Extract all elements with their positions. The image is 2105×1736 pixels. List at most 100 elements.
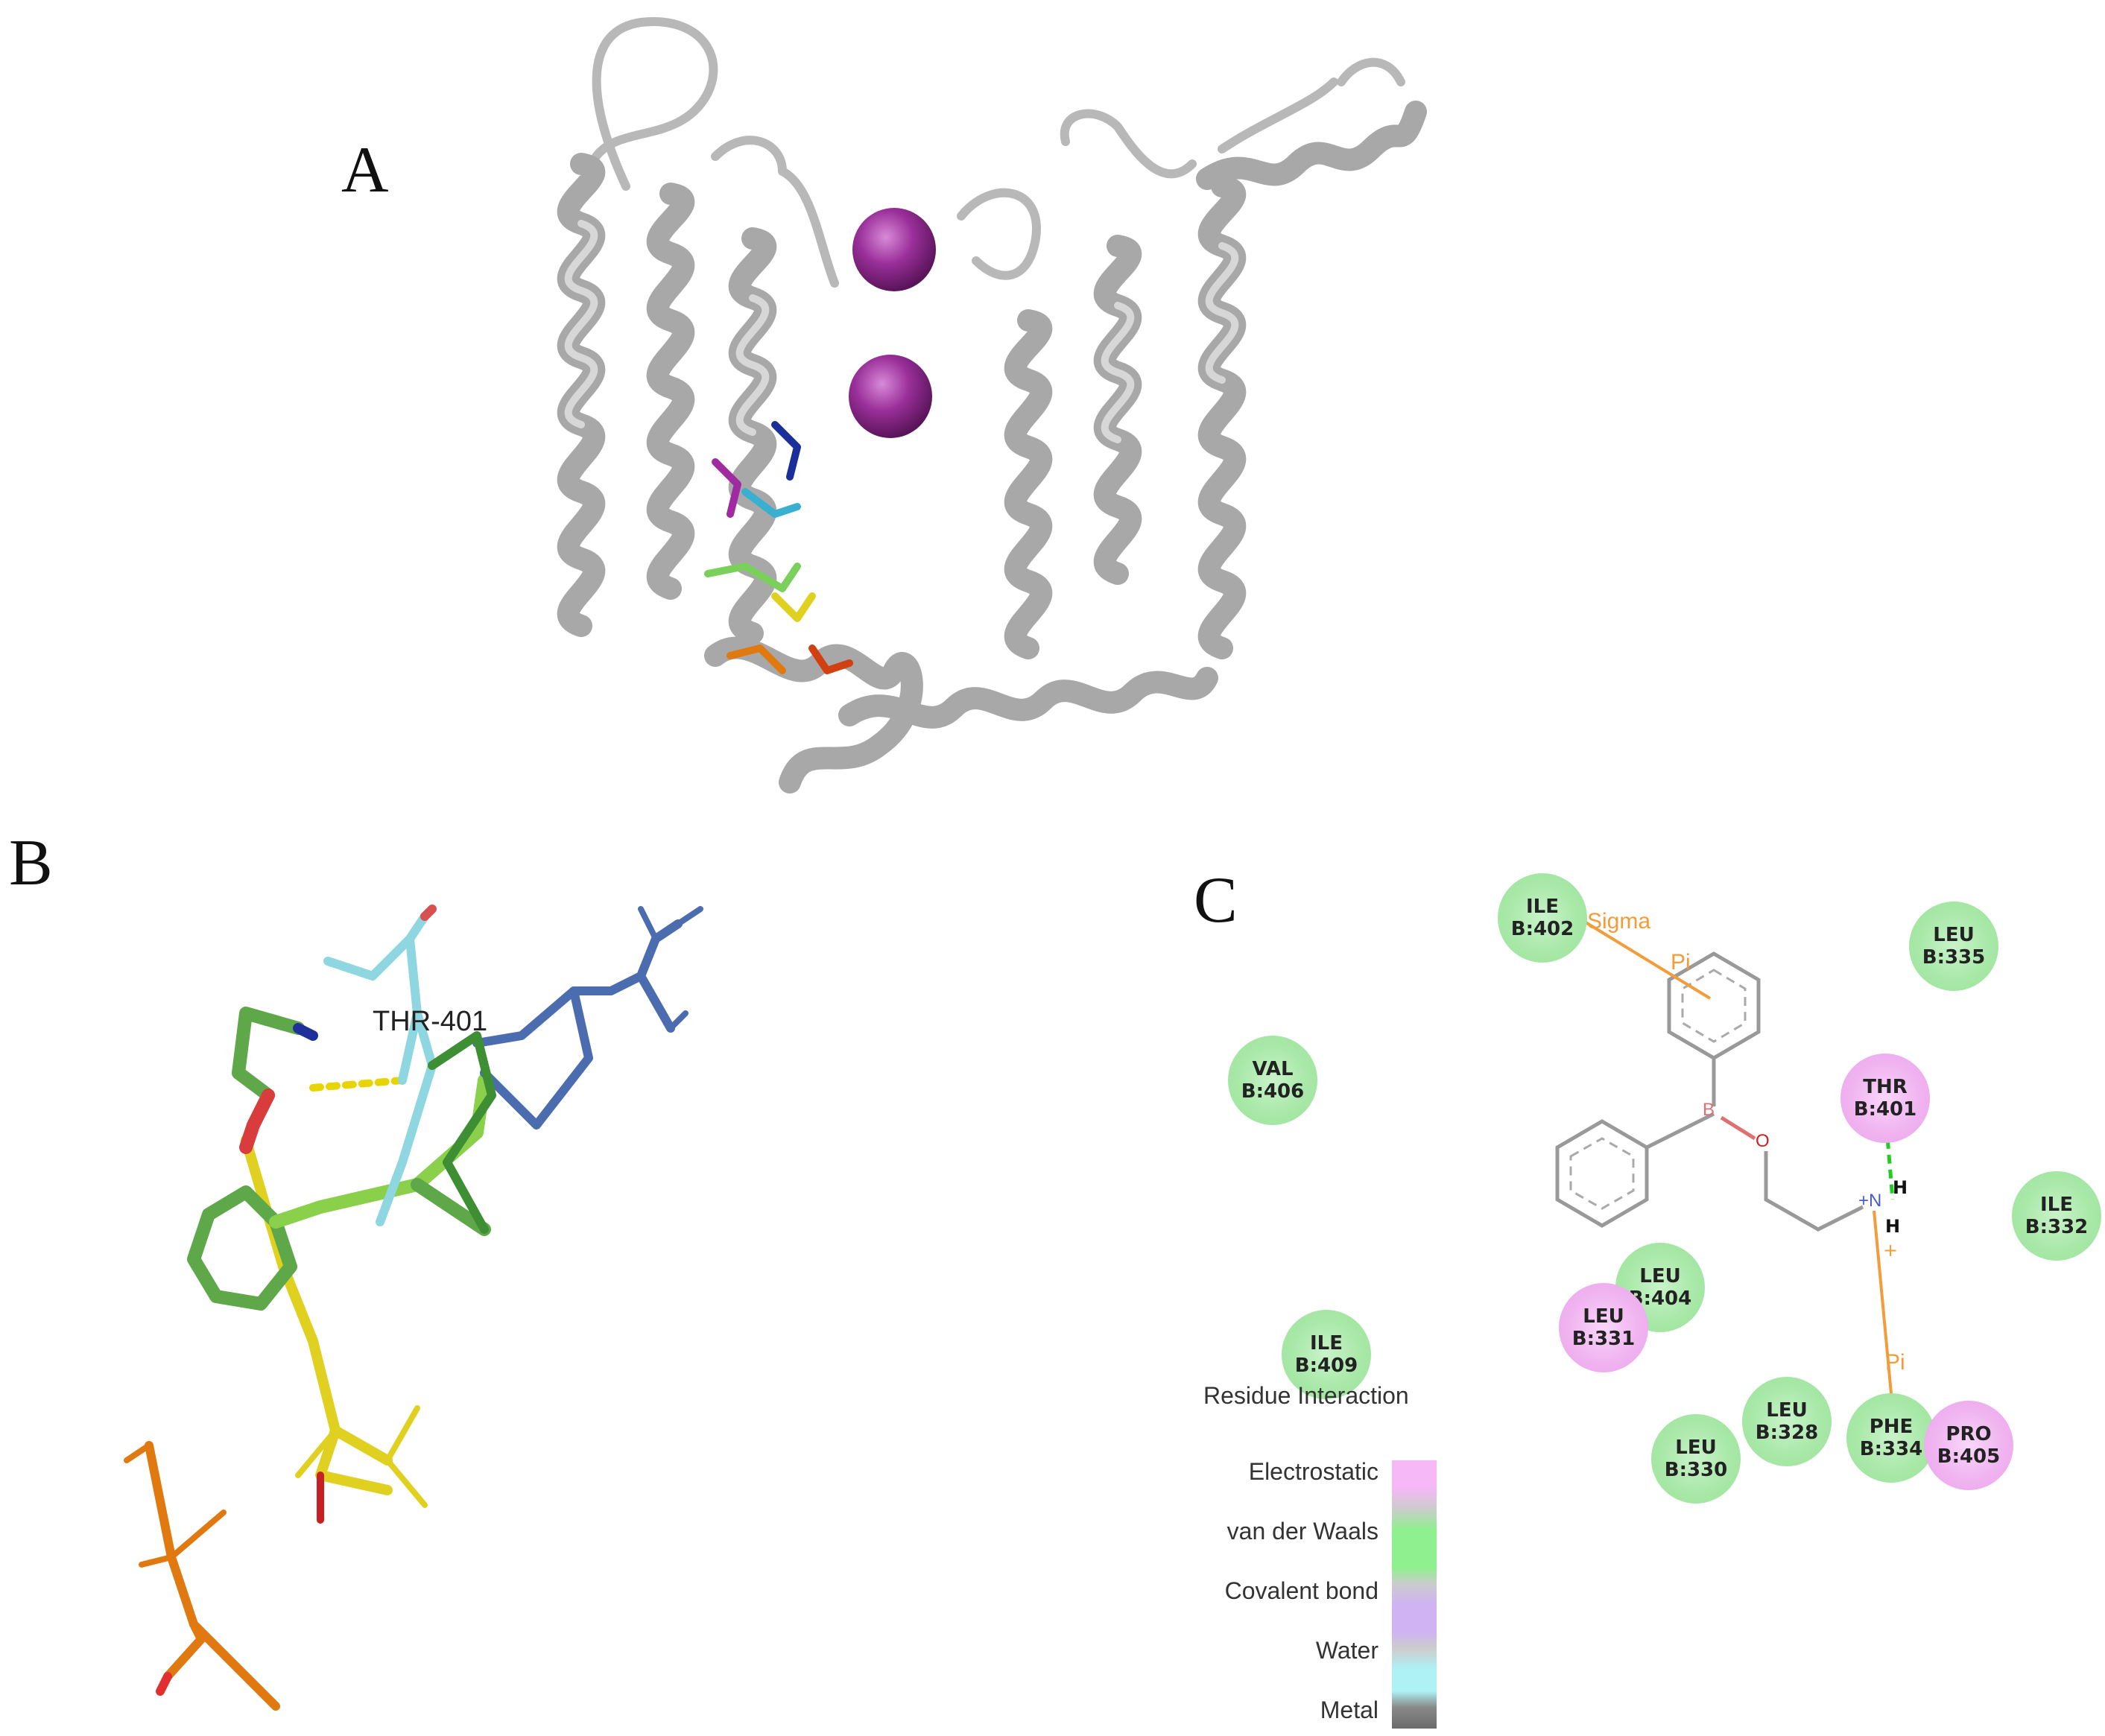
legend-electrostatic: Electrostatic [1248, 1458, 1378, 1485]
green-chain [232, 1007, 305, 1102]
residue-id: B:334 [1859, 1438, 1923, 1460]
sigma-label: Sigma [1587, 909, 1651, 934]
pi-label-top: Pi [1671, 950, 1691, 975]
residue-name: ILE [1525, 896, 1559, 918]
helix-8 [1196, 101, 1427, 190]
ligand-red [808, 644, 853, 674]
helix-2 [646, 183, 695, 600]
orange-branch [163, 1620, 206, 1681]
helix-6-highlight [1101, 302, 1135, 443]
helix-4 [704, 636, 923, 793]
residue-id: B:331 [1571, 1328, 1636, 1350]
residue-name: LEU [1766, 1399, 1808, 1422]
residue-id: B:401 [1853, 1098, 1917, 1121]
panel-label-c: C [1194, 864, 1238, 937]
residue-name: ILE [2039, 1194, 2073, 1216]
residue-id: B:330 [1664, 1459, 1728, 1481]
boron-atom-label: B [1703, 1100, 1715, 1120]
thr-oxygen [420, 905, 437, 921]
loop-right-top [1060, 109, 1197, 179]
nitrogen-atom-label: +N [1858, 1191, 1882, 1211]
cyan-sidechain [376, 1009, 437, 1226]
yellow-hydrogens [295, 1405, 428, 1508]
residue-id: B:332 [2025, 1216, 2089, 1238]
helix-1-highlight [564, 220, 598, 428]
helix-9 [838, 667, 1218, 729]
orange-chain [145, 1441, 280, 1711]
top-loop-center [711, 136, 839, 288]
residue-id: B:409 [1294, 1355, 1358, 1377]
helix-7-highlight [1205, 242, 1239, 384]
benzene-left-aromatic [1569, 1137, 1635, 1210]
orange-hydrogens [124, 1442, 227, 1568]
residue-id: B:405 [1937, 1445, 2001, 1468]
ion-sphere-top [852, 208, 936, 291]
residue-id: B:328 [1755, 1422, 1819, 1444]
panel-label-a: A [341, 134, 389, 206]
blue-hydrogens [638, 906, 703, 1031]
ligand-magenta [712, 458, 741, 518]
legend-title: Residue Interaction [1203, 1382, 1409, 1409]
blue-ring [472, 986, 593, 1130]
residue-id: B:402 [1510, 918, 1574, 940]
residue-id: B:335 [1922, 946, 1986, 969]
bond-o-n [1764, 1151, 1864, 1232]
ligand-yellow [771, 592, 816, 622]
residue-id: B:406 [1241, 1080, 1305, 1103]
residue-name: LEU [1583, 1305, 1624, 1328]
cation-plus-label: + [1883, 1240, 1899, 1261]
top-loop-left [592, 17, 718, 191]
hydrogen-label-1: H [1893, 1177, 1908, 1198]
darkgreen-chain [428, 1031, 496, 1234]
oxygen-atom-label: O [1756, 1131, 1770, 1151]
orange-oxygen [156, 1672, 172, 1696]
ligand-orange [727, 644, 786, 674]
c-terminal-tail [1337, 57, 1405, 86]
legend-covalent-bond: Covalent bond [1224, 1577, 1378, 1604]
pi-sigma-line [1574, 915, 1712, 1000]
residue-name: ILE [1309, 1332, 1343, 1355]
residue-name: PHE [1869, 1416, 1914, 1438]
residue-name: LEU [1639, 1265, 1681, 1287]
thr-chain [323, 912, 429, 1085]
residue-name: PRO [1946, 1423, 1992, 1445]
legend-metal: Metal [1320, 1697, 1378, 1723]
hydrogen-bond [309, 1077, 406, 1092]
bond-b-ring2 [1645, 1112, 1715, 1150]
bond-b-o [1720, 1115, 1756, 1141]
pi-label-bottom: Pi [1885, 1350, 1905, 1375]
legend-water: Water [1315, 1637, 1378, 1664]
protein-structure [557, 17, 1427, 793]
hydrogen-label-2: H [1885, 1216, 1901, 1237]
green-branch [411, 1178, 491, 1236]
benzene-left [1555, 1119, 1649, 1228]
helix-5 [1004, 309, 1053, 659]
thr-401-label: THR-401 [373, 1006, 488, 1037]
residue-name: VAL [1252, 1058, 1294, 1080]
ligand-green [704, 563, 801, 592]
legend-color-bar [1392, 1460, 1437, 1729]
ligand-nitrogen [293, 1023, 318, 1041]
ligand-oxygen [239, 1089, 275, 1154]
benzene-ring [187, 1185, 297, 1311]
benzene-top-aromatic [1681, 969, 1747, 1043]
residue-name: LEU [1933, 924, 1975, 946]
helix-3-highlight [735, 294, 770, 436]
binding-site-sticks [124, 905, 703, 1711]
blue-chain [569, 919, 683, 1033]
loop-right-tail [1218, 77, 1338, 153]
ligand-blue [771, 421, 801, 481]
